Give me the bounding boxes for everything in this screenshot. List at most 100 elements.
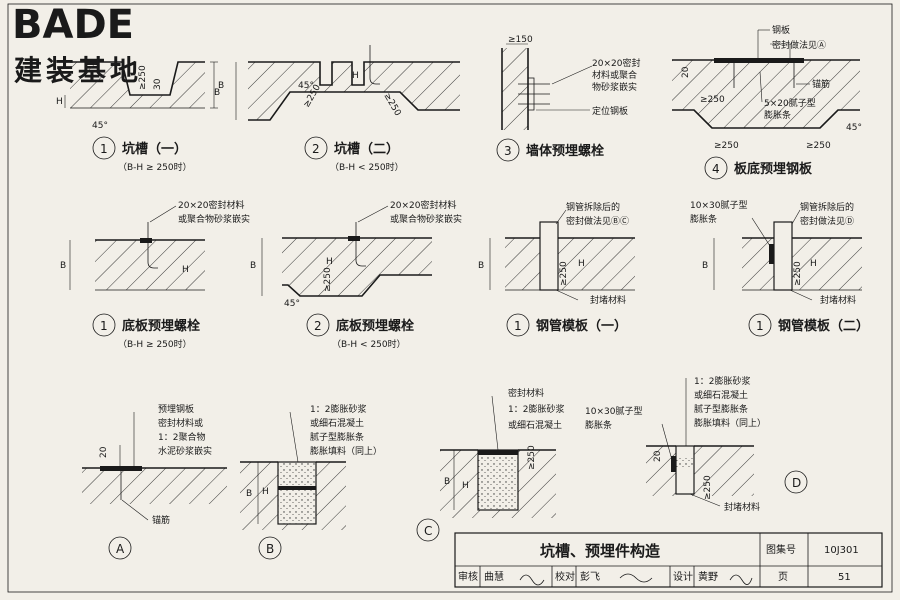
note-text: 1：2膨胀砂浆 [508,403,564,415]
dim-label: H [578,259,585,269]
note-text: 预埋钢板 [158,403,194,415]
detail-number-circle [92,313,116,337]
detail-steel-pipe-2: B H ≥250 10×30腻子型 膨胀条 钢管拆除后的 密封做法见Ⓓ 封堵材料… [690,200,869,337]
detail-number: 4 [712,162,720,176]
node-label-circle [784,470,808,494]
note-text: 材料或聚合 [592,69,637,81]
detail-caption: 坑槽（二） [334,141,399,157]
designer-signature [729,574,753,585]
note-text: 1：2聚合物 [158,431,205,443]
dim-label: 20 [681,66,691,78]
note-text: 封堵材料 [590,294,626,306]
detail-number-circle [306,313,330,337]
dim-label: ≥250 [559,261,569,286]
detail-pit-1: B H ≥250 30 45° 1 坑槽（一） （B-H ≥ 250时） [56,61,224,173]
dim-label: B [702,261,708,271]
node-detail-b: B H 1：2膨胀砂浆 或细石混凝土 腻子型膨胀条 膨胀填料（同上） B [240,403,382,560]
node-label-circle [416,518,440,542]
logo-brand-en: BADE [12,2,134,48]
note-text: 定位钢板 [592,105,628,117]
node-label: B [266,542,274,556]
title-block: 坑槽、预埋件构造 图集号 10J301 审核 曲慧 校对 彭飞 设计 黄野 页 … [454,532,883,588]
note-text: 10×30腻子型 [690,200,747,211]
detail-pit-2: B 45° H ≥250 ≥250 2 坑槽（二） （B-H < 250时） [214,45,460,173]
page-number: 51 [838,572,851,583]
note-text: 封堵材料 [724,501,760,513]
detail-number-circle [704,156,728,180]
node-label-circle [258,536,282,560]
detail-floor-bolt-2: B H ≥250 45° 20×20密封材料 或聚合物砂浆嵌实 2 底板预埋螺栓… [250,199,462,350]
note-text: 钢板 [772,24,790,36]
dim-label: H [326,257,333,267]
dim-label: 45° [298,81,314,91]
dim-label: ≥250 [703,475,713,500]
dim-label: B [250,261,256,271]
note-text: 钢管拆除后的 [566,201,620,213]
note-text: 膨胀条 [585,419,612,431]
note-text: 封堵材料 [820,294,856,306]
node-detail-d: 20 ≥250 1：2膨胀砂浆 或细石混凝土 腻子型膨胀条 膨胀填料（同上） 1… [585,375,808,513]
note-text: 锚筋 [152,514,170,526]
dim-label: B [60,261,66,271]
node-label-circle [108,536,132,560]
note-text: 或细石混凝土 [508,419,562,431]
note-text: 膨胀条 [764,109,791,121]
detail-condition: （B-H < 250时） [330,161,404,173]
sheet-frame [7,3,893,593]
note-text: 或细石混凝土 [310,417,364,429]
dim-label: B [246,489,252,499]
dim-label: 20 [99,446,109,458]
note-text: 密封做法见Ⓓ [800,215,854,227]
detail-wall-bolt: ≥150 20×20密封 材料或聚合 物砂浆嵌实 定位钢板 3 墙体预埋螺栓 [496,35,640,162]
note-text: 20×20密封 [592,57,640,69]
node-detail-a: 20 预埋钢板 密封材料或 1：2聚合物 水泥砂浆嵌实 锚筋 A [82,403,227,560]
detail-number-circle [496,138,520,162]
detail-number: 2 [312,142,320,156]
atlas-label: 图集号 [766,543,796,556]
detail-number: 1 [100,319,108,333]
note-text: 密封做法见ⒷⒸ [566,215,629,227]
note-text: 1：2膨胀砂浆 [694,375,750,387]
dim-label: B [444,477,450,487]
dim-label: 30 [153,78,163,90]
dim-label: ≥250 [138,65,148,90]
detail-number: 3 [504,144,512,158]
detail-condition: （B-H < 250时） [332,338,406,350]
detail-number: 1 [514,319,522,333]
drawing-title: 坑槽、预埋件构造 [540,542,660,560]
note-text: 或细石混凝土 [694,389,748,401]
dim-label: B [214,88,220,98]
page-label: 页 [778,571,788,583]
note-text: 或聚合物砂浆嵌实 [178,213,250,225]
detail-condition: （B-H ≥ 250时） [118,338,192,350]
check-label: 校对 [555,570,575,583]
note-text: 膨胀条 [690,213,717,225]
dim-label: H [262,487,269,497]
note-text: 20×20密封材料 [178,199,244,211]
note-text: 钢管拆除后的 [800,201,854,213]
dim-label: ≥250 [381,92,402,119]
dim-label: H [462,481,469,491]
dim-label: H [56,97,63,107]
dim-label: ≥250 [527,445,537,470]
detail-caption: 坑槽（一） [122,141,187,157]
note-text: 或聚合物砂浆嵌实 [390,213,462,225]
note-text: 锚筋 [812,78,830,90]
dim-label: 45° [284,299,300,309]
detail-number-circle [748,313,772,337]
note-text: 腻子型膨胀条 [310,431,364,443]
dim-label: B [218,81,224,91]
detail-caption: 底板预埋螺栓 [122,318,200,334]
dim-label: ≥150 [508,35,533,45]
note-text: 20×20密封材料 [390,199,456,211]
detail-slab-plate: 20 ≥250 ≥250 ≥250 45° 钢板 密封做法见Ⓐ 锚筋 5×20腻… [672,24,862,180]
node-label: C [424,524,432,538]
note-text: 水泥砂浆嵌实 [158,445,212,457]
detail-caption: 板底预埋钢板 [734,161,813,177]
atlas-number: 10J301 [824,545,859,556]
checker-name: 彭飞 [580,570,600,583]
detail-caption: 钢管模板（二） [778,318,869,334]
dim-label: H [182,265,189,275]
detail-number: 1 [100,142,108,156]
